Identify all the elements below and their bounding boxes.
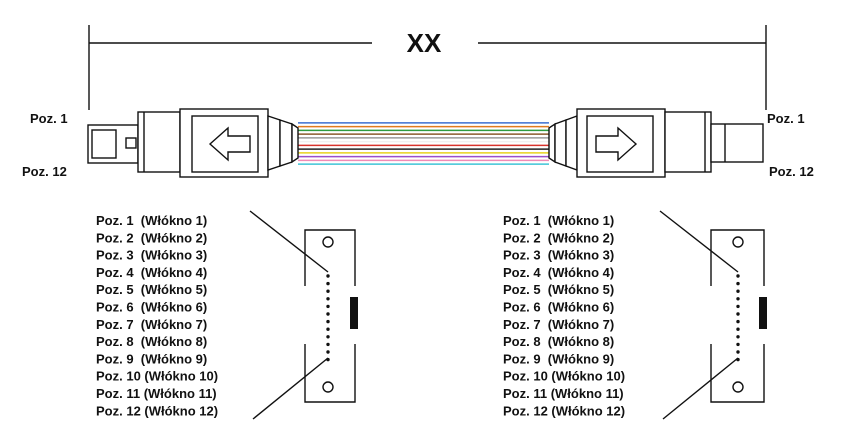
fiber-dot bbox=[326, 312, 330, 316]
fiber-list-right-item: Poz. 6 (Włókno 6) bbox=[503, 300, 614, 315]
left-connector bbox=[87, 108, 299, 178]
fiber-dot bbox=[326, 342, 330, 347]
fiber-dot bbox=[736, 342, 740, 347]
fiber-list-left-item: Poz. 12 (Włókno 12) bbox=[96, 403, 218, 418]
arrow-left-icon bbox=[208, 126, 251, 162]
fiber-dot bbox=[326, 297, 330, 301]
fiber-list-left-item: Poz. 11 (Włókno 11) bbox=[96, 386, 217, 401]
left-boot bbox=[267, 115, 281, 171]
fiber-list-left-item: Poz. 3 (Włókno 3) bbox=[96, 248, 207, 263]
right-key-marker bbox=[759, 297, 767, 329]
left-end-face bbox=[249, 210, 358, 420]
fiber-list-left: Poz. 1 (Włókno 1) Poz. 2 (Włókno 2) Poz. 3… bbox=[96, 213, 218, 418]
fiber-dot bbox=[326, 304, 330, 309]
fiber-list-left-item: Poz. 2 (Włókno 2) bbox=[96, 230, 207, 245]
fiber-list-right-item: Poz. 4 (Włókno 4) bbox=[503, 265, 614, 280]
fiber-list-right-item: Poz. 5 (Włókno 5) bbox=[503, 282, 614, 297]
fiber-dot bbox=[736, 357, 740, 362]
fiber-list-left-item: Poz. 9 (Włókno 9) bbox=[96, 351, 207, 366]
fiber-list-right-item: Poz. 2 (Włókno 2) bbox=[503, 230, 614, 245]
right-boot bbox=[548, 122, 556, 164]
fiber-dot bbox=[326, 335, 330, 339]
fiber-list-right-item: Poz. 8 (Włókno 8) bbox=[503, 334, 614, 349]
fiber-dot bbox=[736, 274, 740, 278]
fiber-dot bbox=[736, 350, 740, 354]
left-fiber-dots bbox=[326, 274, 330, 362]
fiber-dot bbox=[736, 297, 740, 301]
fiber-list-left-item: Poz. 10 (Włókno 10) bbox=[96, 369, 218, 384]
fiber-dot bbox=[736, 289, 740, 293]
fiber-dot bbox=[326, 274, 330, 278]
right-end-face bbox=[659, 210, 767, 420]
left-inner-housing bbox=[137, 111, 181, 173]
right-fiber-dots bbox=[736, 274, 740, 362]
fiber-dot bbox=[736, 327, 740, 331]
left-leader-top bbox=[249, 210, 329, 273]
fiber-dot bbox=[326, 281, 330, 286]
fiber-list-right-item: Poz. 12 (Włókno 12) bbox=[503, 403, 625, 418]
left-key-marker bbox=[350, 297, 358, 329]
fiber-dot bbox=[326, 319, 330, 324]
right-ferrule bbox=[710, 123, 764, 163]
fiber-dot bbox=[326, 357, 330, 362]
fiber-list-left-item: Poz. 1 (Włókno 1) bbox=[96, 213, 207, 228]
arrow-right-icon bbox=[595, 126, 638, 162]
fiber-dot bbox=[736, 304, 740, 309]
fiber-dot bbox=[736, 335, 740, 339]
fiber-list-right-item: Poz. 1 (Włókno 1) bbox=[503, 213, 614, 228]
left-top-label: Poz. 1 bbox=[30, 111, 68, 126]
fiber-dot bbox=[326, 350, 330, 354]
fiber-list-left-item: Poz. 5 (Włókno 5) bbox=[96, 282, 207, 297]
left-bottom-label: Poz. 12 bbox=[22, 164, 67, 179]
dimension-label: XX bbox=[407, 28, 442, 58]
fiber-list-right: Poz. 1 (Włókno 1) Poz. 2 (Włókno 2) Poz. 3… bbox=[503, 213, 625, 418]
fiber-list-right-item: Poz. 11 (Włókno 11) bbox=[503, 386, 624, 401]
fiber-list-right-item: Poz. 9 (Włókno 9) bbox=[503, 351, 614, 366]
left-leader-bottom bbox=[252, 357, 329, 420]
fiber-list-left-item: Poz. 7 (Włókno 7) bbox=[96, 317, 207, 332]
right-top-label: Poz. 1 bbox=[767, 111, 805, 126]
fiber-list-left-item: Poz. 4 (Włókno 4) bbox=[96, 265, 207, 280]
right-leader-top bbox=[659, 210, 739, 273]
fiber-ribbon bbox=[298, 122, 549, 165]
fiber-list-right-item: Poz. 3 (Włókno 3) bbox=[503, 248, 614, 263]
fiber-list-left-item: Poz. 6 (Włókno 6) bbox=[96, 300, 207, 315]
right-connector bbox=[548, 108, 764, 178]
fiber-list-left-item: Poz. 8 (Włókno 8) bbox=[96, 334, 207, 349]
fiber-dot bbox=[736, 312, 740, 316]
fiber-dot bbox=[326, 289, 330, 293]
right-bottom-label: Poz. 12 bbox=[769, 164, 814, 179]
right-leader-bottom bbox=[662, 357, 739, 420]
fiber-dot bbox=[326, 327, 330, 331]
right-inner-housing bbox=[664, 111, 712, 173]
dimension-line: XX bbox=[88, 25, 767, 110]
fiber-list-right-item: Poz. 7 (Włókno 7) bbox=[503, 317, 614, 332]
fiber-dot bbox=[736, 319, 740, 324]
fiber-dot bbox=[736, 281, 740, 286]
fiber-list-right-item: Poz. 10 (Włókno 10) bbox=[503, 369, 625, 384]
